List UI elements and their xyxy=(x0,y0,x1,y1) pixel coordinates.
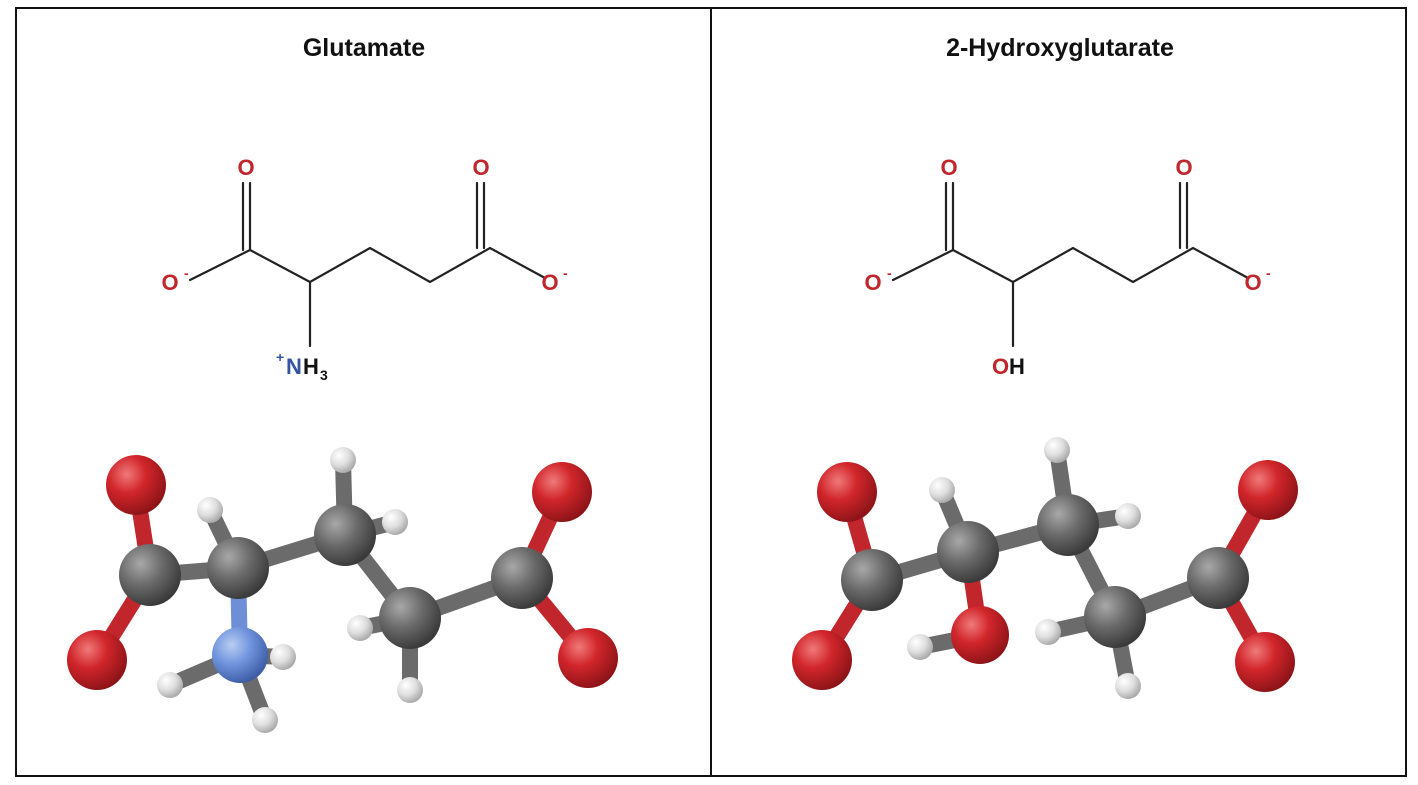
glutamate-h-atom-5 xyxy=(397,677,423,703)
glutamate-panel: Glutamate O O O - O - + N H 3 xyxy=(67,34,618,733)
glutamate-c-atom-4 xyxy=(379,587,441,649)
hydroxyglutarate-ball-and-stick-model xyxy=(792,437,1298,699)
glutamate-ball-and-stick-model xyxy=(67,447,618,733)
glutamate-h-subscript: 3 xyxy=(320,367,328,383)
hydroxyglutarate-o-left-charge: - xyxy=(887,265,892,281)
glutamate-o-right-charge: - xyxy=(563,265,568,281)
glutamate-o-left-charge: - xyxy=(184,265,189,281)
glutamate-o-top-left: O xyxy=(237,155,254,180)
glutamate-n: N xyxy=(286,354,302,379)
hydroxyglutarate-h-atom-6 xyxy=(907,634,933,660)
hydroxyglutarate-c-atom-4 xyxy=(1084,586,1146,648)
hydroxyglutarate-o-atom-2 xyxy=(792,630,852,690)
glutamate-c-atom-1 xyxy=(119,544,181,606)
glutamate-o-left: O xyxy=(161,270,178,295)
hydroxyglutarate-o-atom-hydroxyl xyxy=(951,606,1009,664)
glutamate-h: H xyxy=(303,354,319,379)
glutamate-h-atom-6 xyxy=(157,672,183,698)
glutamate-h-atom-8 xyxy=(252,707,278,733)
hydroxyglutarate-panel: 2-Hydroxyglutarate O O O - O - O H xyxy=(792,34,1298,699)
glutamate-h-atom-2 xyxy=(330,447,356,473)
glutamate-o-atom-3 xyxy=(532,462,592,522)
hydroxyglutarate-structural-formula: O O O - O - O H xyxy=(864,155,1271,379)
glutamate-h-atom-1 xyxy=(197,497,223,523)
hydroxyglutarate-o-atom-4 xyxy=(1235,632,1295,692)
glutamate-title: Glutamate xyxy=(303,34,425,62)
glutamate-n-plus: + xyxy=(276,349,284,365)
hydroxyglutarate-o-atom-1 xyxy=(817,462,877,522)
hydroxyglutarate-o-top-right: O xyxy=(1175,155,1192,180)
hydroxyglutarate-o-right: O xyxy=(1244,270,1261,295)
hydroxyglutarate-o-left: O xyxy=(864,270,881,295)
glutamate-o-top-right: O xyxy=(472,155,489,180)
glutamate-o-atom-4 xyxy=(558,628,618,688)
hydroxyglutarate-c-atom-3 xyxy=(1037,494,1099,556)
hydroxyglutarate-title: 2-Hydroxyglutarate xyxy=(946,34,1174,62)
hydroxyglutarate-c-atom-1 xyxy=(841,549,903,611)
hydroxyglutarate-o-right-charge: - xyxy=(1266,265,1271,281)
glutamate-c-atom-2 xyxy=(207,537,269,599)
hydroxyglutarate-c-atom-2 xyxy=(937,521,999,583)
hydroxyglutarate-o-top-left: O xyxy=(940,155,957,180)
hydroxyglutarate-h-atom-2 xyxy=(1044,437,1070,463)
glutamate-c-atom-5 xyxy=(491,547,553,609)
glutamate-o-atom-1 xyxy=(106,455,166,515)
hydroxyglutarate-h-atom-3 xyxy=(1115,503,1141,529)
glutamate-o-atom-2 xyxy=(67,630,127,690)
hydroxyglutarate-h-atom-5 xyxy=(1115,673,1141,699)
hydroxyglutarate-o-atom-3 xyxy=(1238,460,1298,520)
glutamate-n-atom xyxy=(212,627,268,683)
glutamate-o-right: O xyxy=(541,270,558,295)
hydroxyglutarate-oh-o: O xyxy=(992,354,1009,379)
glutamate-h-atom-3 xyxy=(382,509,408,535)
hydroxyglutarate-oh-h: H xyxy=(1009,354,1025,379)
hydroxyglutarate-h-atom-4 xyxy=(1035,619,1061,645)
hydroxyglutarate-c-atom-5 xyxy=(1187,547,1249,609)
glutamate-h-atom-7 xyxy=(270,644,296,670)
glutamate-structural-formula: O O O - O - + N H 3 xyxy=(161,155,568,383)
hydroxyglutarate-h-atom-1 xyxy=(929,477,955,503)
glutamate-c-atom-3 xyxy=(314,504,376,566)
glutamate-h-atom-4 xyxy=(347,615,373,641)
